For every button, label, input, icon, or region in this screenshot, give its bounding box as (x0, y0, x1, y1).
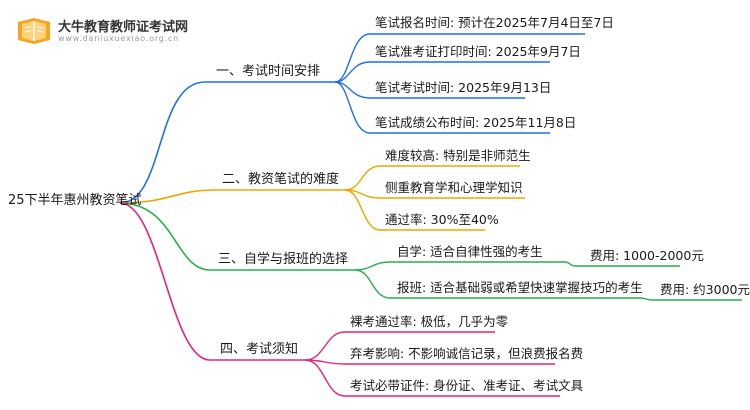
connector-b3-item-1 (354, 261, 391, 271)
b3-item-2[interactable]: 报班: 适合基础弱或希望快速掌握技巧的考生 (397, 280, 643, 295)
b4-item-1[interactable]: 裸考通过率: 极低，几乎为零 (350, 314, 509, 329)
connector-root-branch-1 (119, 81, 206, 204)
connector-b1-item-1 (334, 33, 371, 83)
b3-item-2-fee[interactable]: 费用: 约3000元 (660, 282, 750, 297)
b1-item-4[interactable]: 笔试成绩公布时间: 2025年11月8日 (375, 115, 577, 130)
connector-b4-item-3 (304, 359, 346, 397)
b1-item-1[interactable]: 笔试报名时间: 预计在2025年7月4日至7日 (375, 15, 614, 30)
branch-1-label[interactable]: 一、考试时间安排 (216, 64, 321, 79)
connector-b1-item-2 (334, 61, 371, 83)
connector-b2-item-3 (344, 189, 381, 231)
logo-url: www.daniuxuexiao.org.cn (58, 34, 180, 43)
branch-4-label[interactable]: 四、考试须知 (220, 342, 299, 357)
logo-title: 大牛教育教师证考试网 (58, 20, 189, 35)
branch-2-label[interactable]: 二、教资笔试的难度 (222, 172, 340, 187)
connector-root-branch-2 (119, 189, 216, 204)
connector-b3-item-2 (354, 269, 391, 299)
b2-item-2[interactable]: 侧重教育学和心理学知识 (385, 180, 523, 195)
connector-b4-item-1 (304, 331, 346, 361)
b3-item-1-fee[interactable]: 费用: 1000-2000元 (590, 248, 704, 263)
b2-item-3[interactable]: 通过率: 30%至40% (385, 212, 499, 227)
connector-b2-item-1 (344, 165, 381, 191)
connector-b3-item-1-child (564, 261, 576, 267)
b4-item-2[interactable]: 弃考影响: 不影响诚信记录，但浪费报名费 (350, 346, 584, 361)
connector-root-branch-3 (119, 202, 211, 271)
site-logo[interactable]: 大牛教育教师证考试网 www.daniuxuexiao.org.cn (14, 12, 264, 52)
connector-b1-item-4 (334, 81, 371, 134)
root-node[interactable]: 25下半年惠州教资笔试 (8, 193, 142, 208)
b3-item-1[interactable]: 自学: 适合自律性强的考生 (397, 244, 543, 259)
b1-item-2[interactable]: 笔试准考证打印时间: 2025年9月7日 (375, 44, 581, 59)
b1-item-3[interactable]: 笔试考试时间: 2025年9月13日 (375, 80, 552, 95)
connector-root-branch-4 (119, 202, 211, 361)
b4-item-3[interactable]: 考试必带证件: 身份证、准考证、考试文具 (350, 378, 584, 393)
book-logo-icon (18, 18, 50, 44)
branch-3-label[interactable]: 三、自学与报班的选择 (218, 252, 349, 267)
b2-item-1[interactable]: 难度较高: 特别是非师范生 (385, 148, 531, 163)
connector-b3-item-2-child (639, 297, 653, 301)
